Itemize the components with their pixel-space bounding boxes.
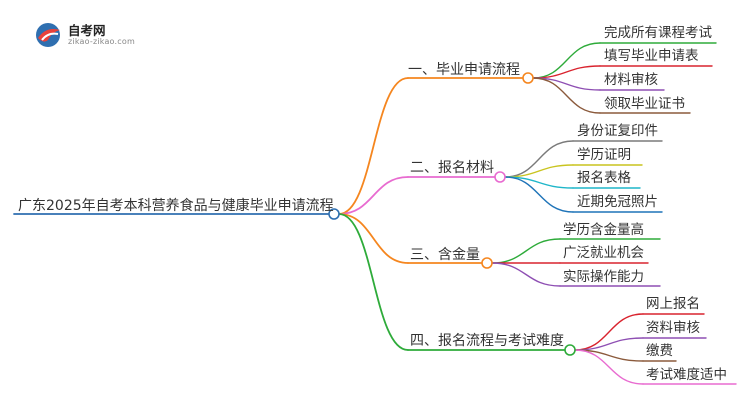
leaf-4-4[interactable]: 考试难度适中 [646, 367, 727, 383]
connector-branch-4-leaf-1 [574, 313, 644, 351]
connector-root-branch-4 [338, 213, 409, 351]
connector-branch-3-leaf-3 [491, 262, 561, 287]
branch-3-node [481, 257, 493, 269]
branch-4-node [564, 344, 576, 356]
branch-4-label[interactable]: 四、报名流程与考试难度 [410, 333, 564, 349]
logo-title: 自考网 [68, 23, 106, 38]
connector-branch-3-leaf-1 [491, 238, 561, 264]
leaf-1-1[interactable]: 完成所有课程考试 [604, 25, 712, 41]
leaf-1-3[interactable]: 材料审核 [604, 72, 658, 88]
connector-root-branch-2 [338, 176, 409, 215]
branch-2-label[interactable]: 二、报名材料 [410, 160, 494, 176]
leaf-1-4[interactable]: 领取毕业证书 [604, 96, 685, 112]
logo-url: zikao-zikao.com [68, 37, 135, 46]
branch-1-label[interactable]: 一、毕业申请流程 [408, 62, 520, 78]
leaf-3-3[interactable]: 实际操作能力 [563, 269, 644, 285]
connector-root-branch-1 [338, 77, 409, 215]
connector-root-branch-3 [338, 213, 409, 264]
leaf-4-2[interactable]: 资料审核 [646, 320, 700, 336]
connector-branch-1-leaf-4 [532, 77, 601, 114]
connector-branch-4-leaf-4 [574, 349, 644, 385]
root-node [328, 208, 340, 220]
connector-branch-2-leaf-4 [504, 176, 574, 213]
leaf-2-2[interactable]: 学历证明 [577, 147, 631, 163]
branch-1-node [522, 72, 534, 84]
logo-mark-icon [36, 23, 60, 47]
leaf-4-1[interactable]: 网上报名 [646, 296, 700, 312]
connector-branch-1-leaf-1 [532, 42, 601, 79]
leaf-2-4[interactable]: 近期免冠照片 [577, 194, 658, 210]
branch-3-label[interactable]: 三、含金量 [410, 247, 480, 263]
leaf-2-3[interactable]: 报名表格 [577, 170, 631, 186]
leaf-2-1[interactable]: 身份证复印件 [577, 123, 658, 139]
leaf-4-3[interactable]: 缴费 [646, 343, 673, 359]
leaf-3-2[interactable]: 广泛就业机会 [563, 245, 644, 261]
leaf-3-1[interactable]: 学历含金量高 [563, 222, 644, 238]
connector-branch-2-leaf-1 [504, 140, 574, 178]
leaf-1-2[interactable]: 填写毕业申请表 [604, 48, 699, 64]
root-topic[interactable]: 广东2025年自考本科营养食品与健康毕业申请流程 [18, 198, 334, 214]
branch-2-node [494, 171, 506, 183]
site-logo[interactable]: 自考网 zikao-zikao.com [32, 18, 142, 52]
